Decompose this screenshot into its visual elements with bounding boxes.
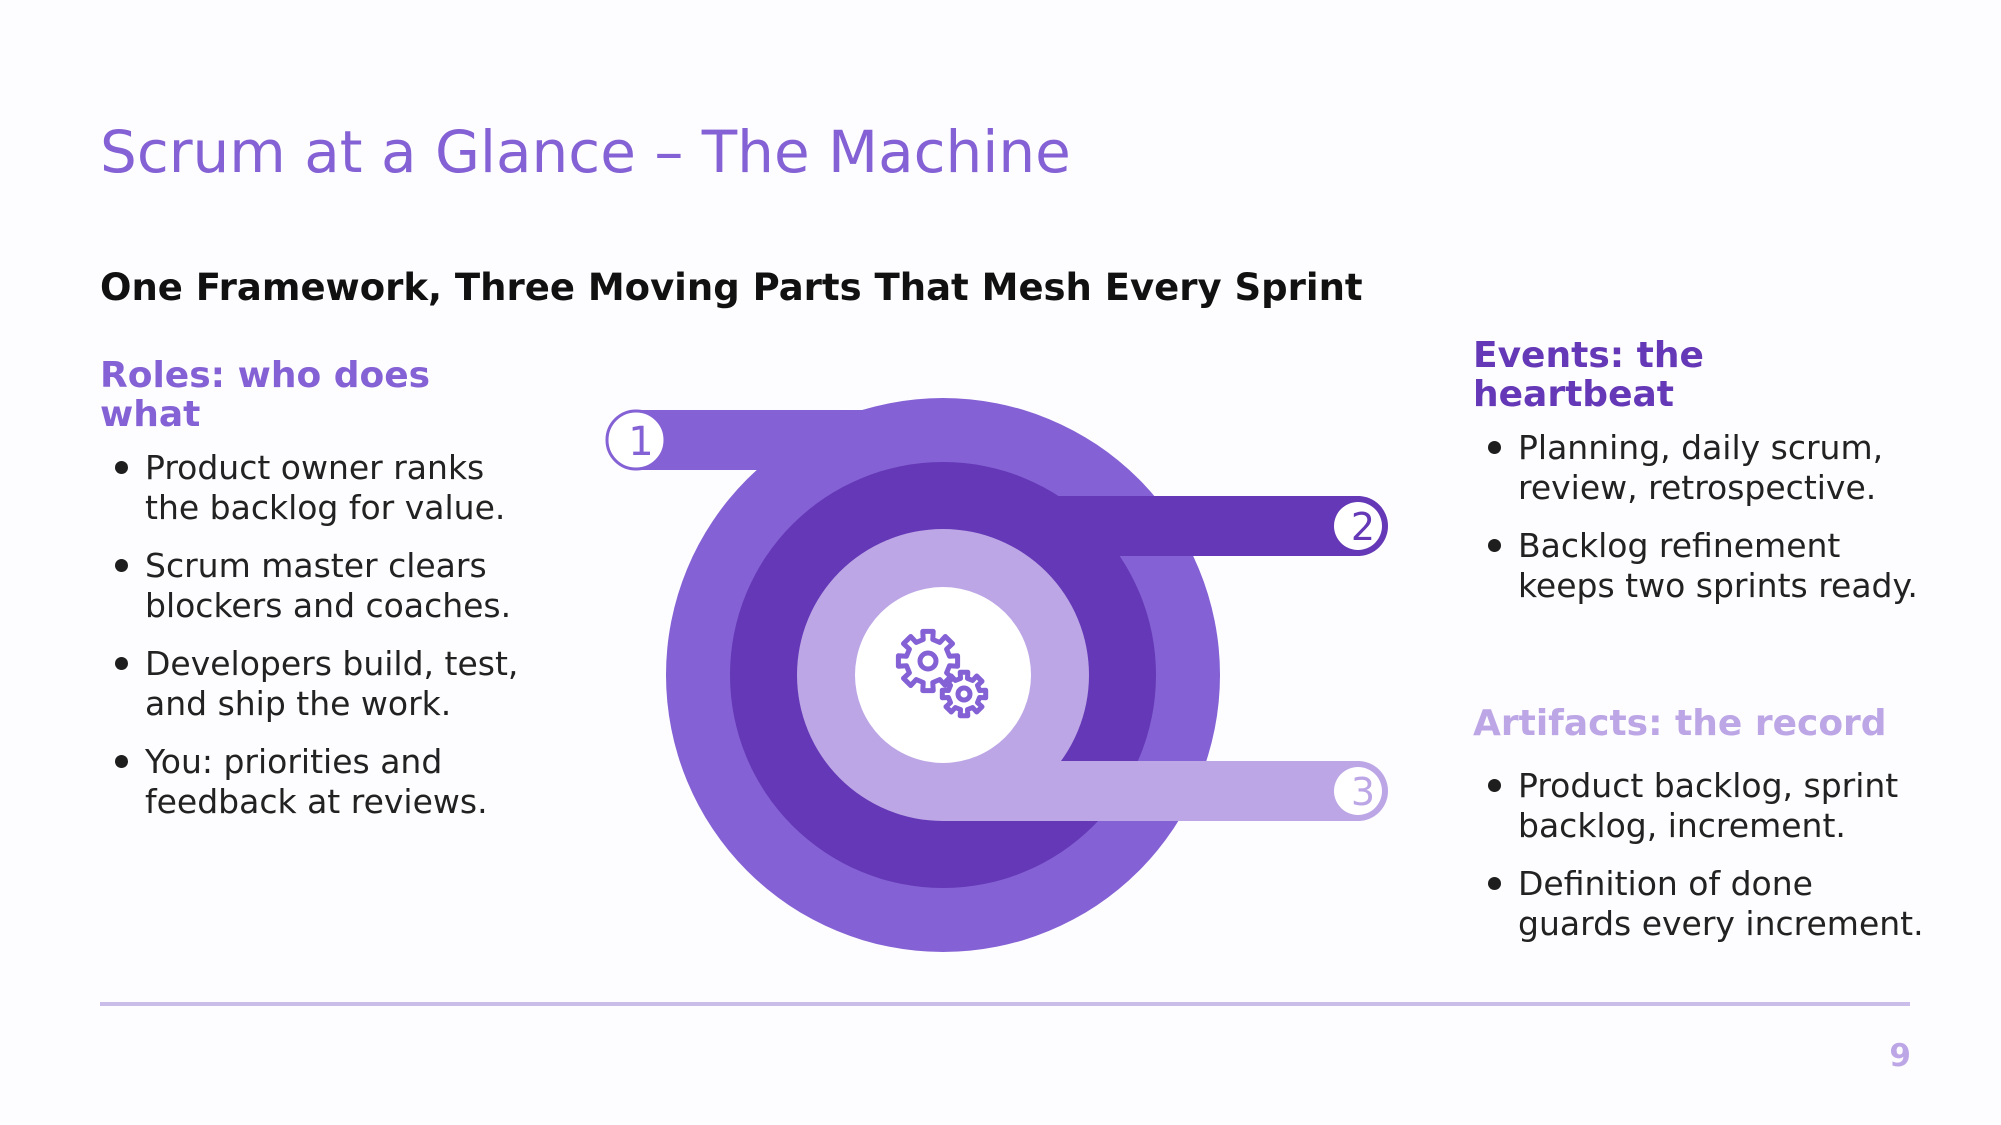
list-item: Product owner ranks the backlog for valu…: [100, 448, 540, 528]
gears-icon: [895, 628, 989, 719]
list-item: You: priorities and feedback at reviews.: [100, 742, 540, 822]
label-badge-2: [1334, 502, 1382, 550]
page-number: 9: [1889, 1038, 1911, 1074]
list-item: Backlog refinement keeps two sprints rea…: [1473, 526, 1933, 606]
roles-list: Product owner ranks the backlog for valu…: [100, 448, 540, 840]
label-badge-3: [1334, 767, 1382, 815]
label-2: 2: [1351, 505, 1375, 549]
connector-bar-2: [1040, 496, 1360, 556]
gear-large-hole: [917, 650, 939, 672]
gear-small-hole: [955, 685, 973, 703]
slide-subtitle: One Framework, Three Moving Parts That M…: [100, 266, 1363, 309]
list-item: Scrum master clears blockers and coaches…: [100, 546, 540, 626]
center-hub: [855, 587, 1031, 763]
label-3: 3: [1351, 770, 1375, 814]
connector-bar-3: [943, 761, 1360, 821]
label-1: 1: [628, 419, 653, 465]
label-badge-1: [605, 409, 667, 471]
gear-small-icon: [939, 669, 989, 719]
events-list: Planning, daily scrum, review, retrospec…: [1473, 428, 1933, 624]
roles-heading: Roles: who does what: [100, 355, 431, 435]
list-item: Product backlog, sprint backlog, increme…: [1473, 766, 1933, 846]
artifacts-list: Product backlog, sprint backlog, increme…: [1473, 766, 1933, 962]
list-item: Definition of done guards every incremen…: [1473, 864, 1933, 944]
footer-divider: [100, 1002, 1910, 1006]
slide-title: Scrum at a Glance – The Machine: [100, 118, 1071, 186]
artifacts-heading: Artifacts: the record: [1473, 703, 1887, 744]
list-item: Developers build, test, and ship the wor…: [100, 644, 540, 724]
events-heading: Events: the heartbeat: [1473, 335, 1704, 415]
list-item: Planning, daily scrum, review, retrospec…: [1473, 428, 1933, 508]
